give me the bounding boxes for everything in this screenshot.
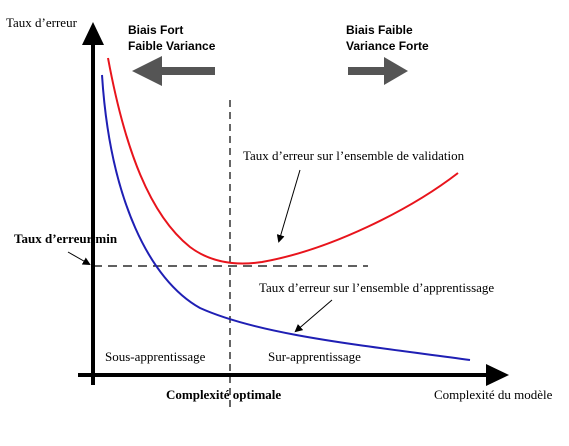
left-heading-line1: Biais Fort [128,23,183,37]
left-heading-line2: Faible Variance [128,39,216,53]
validation-curve-label: Taux d’erreur sur l’ensemble de validati… [243,148,465,163]
right-heading-line1: Biais Faible [346,23,413,37]
training-curve-label: Taux d’erreur sur l’ensemble d’apprentis… [259,280,494,295]
optimal-complexity-label: Complexité optimale [166,387,281,402]
right-arrow-icon [348,57,408,85]
min-error-pointer-arrow [67,251,91,265]
validation-error-curve [107,57,459,265]
y-axis [82,22,104,385]
x-axis [78,364,509,386]
x-axis-arrowhead [486,364,509,386]
over-fitting-label: Sur-apprentissage [268,349,361,364]
x-axis-label: Complexité du modèle [434,387,553,402]
left-arrow-icon [132,56,215,86]
right-heading-line2: Variance Forte [346,39,429,53]
y-axis-label: Taux d’erreur [6,15,78,30]
y-axis-arrowhead [82,22,104,45]
under-fitting-label: Sous-apprentissage [105,349,206,364]
validation-pointer-arrow [276,169,301,243]
training-error-curve [101,74,471,361]
min-error-label: Taux d’erreur min [14,231,118,246]
training-pointer-arrow [294,299,333,333]
